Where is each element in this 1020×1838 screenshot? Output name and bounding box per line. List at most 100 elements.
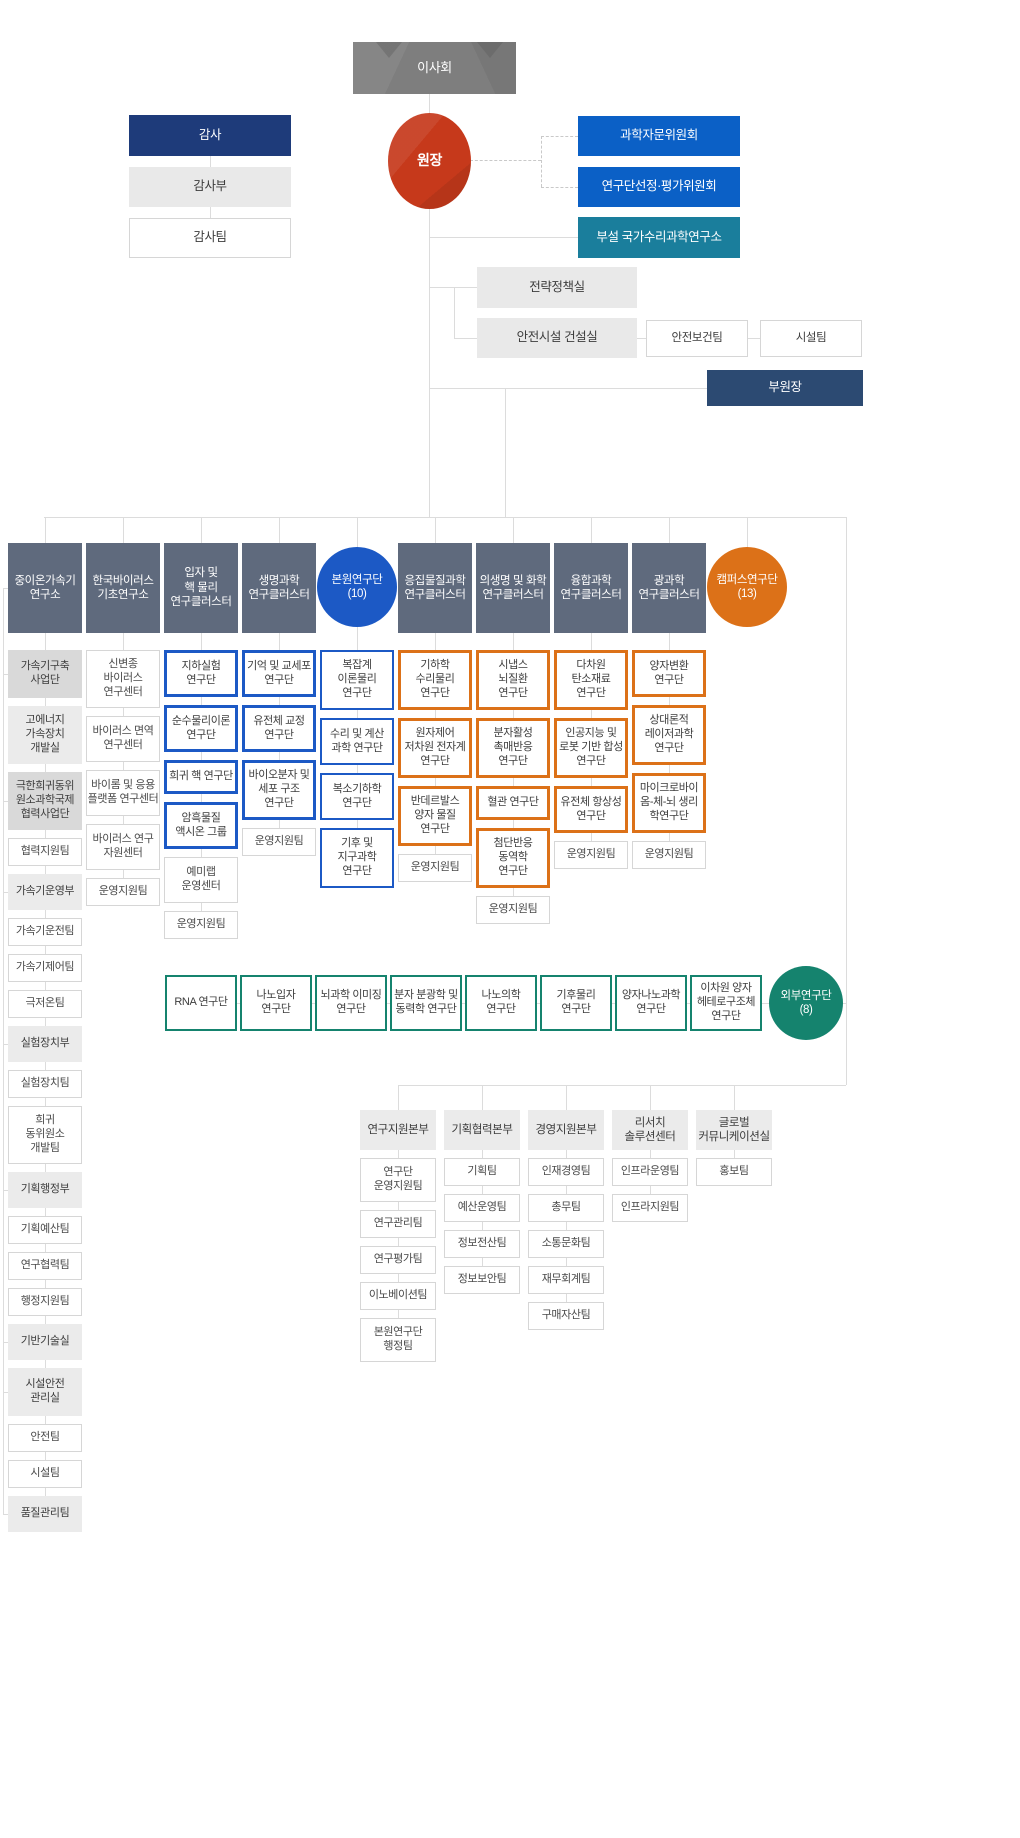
connector-line — [513, 517, 514, 543]
office-team-box: 시설팀 — [760, 320, 862, 357]
connector-line — [3, 892, 8, 893]
sub-unit-box: 시설안전 관리실 — [8, 1368, 82, 1416]
support-team-box: 신변종 바이러스 연구센터 — [86, 650, 160, 708]
division-header: 한국바이러스 기초연구소 — [86, 543, 160, 633]
connector-line — [3, 801, 8, 802]
division-circle: 본원연구단 (10) — [317, 547, 397, 627]
hq-header: 연구지원본부 — [360, 1110, 436, 1150]
sub-unit-box: 바이오분자 및 세포 구조 연구단 — [242, 760, 316, 820]
support-team-box: 운영지원팀 — [86, 878, 160, 906]
connector-line — [3, 1190, 8, 1191]
support-team-box: 극저온팀 — [8, 990, 82, 1018]
sub-unit-box: 첨단반응 동역학 연구단 — [476, 828, 550, 888]
connector-line — [429, 388, 707, 389]
sub-unit-box: 순수물리이론 연구단 — [164, 705, 238, 752]
connector-line — [505, 388, 506, 517]
connector-line — [482, 1150, 483, 1294]
sub-unit-box: 암흑물질 액시온 그룹 — [164, 802, 238, 849]
division-header: 중이온가속기 연구소 — [8, 543, 82, 633]
hq-team-box: 홍보팀 — [696, 1158, 772, 1186]
support-team-box: 바이러스 연구 자원센터 — [86, 824, 160, 870]
president-circle: 원장 — [388, 113, 471, 209]
external-unit-box: 나노입자 연구단 — [240, 975, 312, 1031]
support-team-box: 기획예산팀 — [8, 1216, 82, 1244]
board-box: 이사회 — [353, 42, 516, 94]
external-unit-box: 나노의학 연구단 — [465, 975, 537, 1031]
sub-unit-box: 가속기구축 사업단 — [8, 650, 82, 698]
hq-team-box: 예산운영팀 — [444, 1194, 520, 1222]
external-unit-box: 기후물리 연구단 — [540, 975, 612, 1031]
connector-line — [3, 1342, 8, 1343]
connector-line — [429, 287, 477, 288]
support-team-box: 바이롬 및 응용 플랫폼 연구센터 — [86, 770, 160, 816]
connector-line-dashed — [541, 136, 542, 187]
hq-team-box: 소통문화팀 — [528, 1230, 604, 1258]
connector-line — [513, 633, 514, 924]
support-team-box: 실험장치팀 — [8, 1070, 82, 1098]
external-unit-box: RNA 연구단 — [165, 975, 237, 1031]
connector-line — [747, 517, 748, 547]
connector-line — [279, 517, 280, 543]
connector-line — [201, 517, 202, 543]
sub-unit-box: 기후 및 지구과학 연구단 — [320, 828, 394, 888]
support-team-box: 바이러스 면역 연구센터 — [86, 716, 160, 762]
audit-team-box: 감사팀 — [129, 218, 291, 258]
connector-line — [3, 588, 8, 589]
division-header: 입자 및 핵 물리 연구클러스터 — [164, 543, 238, 633]
connector-line — [3, 1514, 8, 1515]
division-header: 응집물질과학 연구클러스터 — [398, 543, 472, 633]
support-team-box: 시설팀 — [8, 1460, 82, 1488]
sub-unit-box: 품질관리팀 — [8, 1496, 82, 1532]
vice-president-box: 부원장 — [707, 370, 863, 406]
connector-line — [566, 1085, 567, 1110]
hq-team-box: 연구단 운영지원팀 — [360, 1158, 436, 1202]
advisory-committee-box: 과학자문위원회 — [578, 116, 740, 156]
connector-line — [734, 1085, 735, 1110]
hq-team-box: 인프라운영팀 — [612, 1158, 688, 1186]
connector-line — [123, 633, 124, 906]
sub-unit-box: 기획행정부 — [8, 1172, 82, 1208]
hq-header: 기획협력본부 — [444, 1110, 520, 1150]
sub-unit-box: 복잡계 이론물리 연구단 — [320, 650, 394, 710]
hq-header: 경영지원본부 — [528, 1110, 604, 1150]
support-team-box: 가속기운전팀 — [8, 918, 82, 946]
division-circle: 캠퍼스연구단 (13) — [707, 547, 787, 627]
connector-line — [454, 287, 455, 338]
support-team-box: 안전팀 — [8, 1424, 82, 1452]
connector-line — [3, 1392, 8, 1393]
hq-team-box: 구매자산팀 — [528, 1302, 604, 1330]
connector-line-dashed — [541, 187, 578, 188]
hq-team-box: 총무팀 — [528, 1194, 604, 1222]
sub-unit-box: 극한희귀동위 원소과학국제 협력사업단 — [8, 772, 82, 830]
sub-unit-box: 다차원 탄소재료 연구단 — [554, 650, 628, 710]
sub-unit-box: 수리 및 계산 과학 연구단 — [320, 718, 394, 765]
external-unit-box: 양자나노과학 연구단 — [615, 975, 687, 1031]
support-team-box: 희귀 동위원소 개발팀 — [8, 1106, 82, 1164]
sub-unit-box: 시냅스 뇌질환 연구단 — [476, 650, 550, 710]
hq-team-box: 정보보안팀 — [444, 1266, 520, 1294]
division-header: 의생명 및 화학 연구클러스터 — [476, 543, 550, 633]
sub-unit-box: 양자변환 연구단 — [632, 650, 706, 697]
hq-team-box: 인프라지원팀 — [612, 1194, 688, 1222]
connector-line-dashed — [470, 160, 541, 161]
sub-unit-box: 실험장치부 — [8, 1026, 82, 1062]
sub-unit-box: 희귀 핵 연구단 — [164, 760, 238, 794]
connector-line — [435, 517, 436, 543]
support-team-box: 가속기제어팀 — [8, 954, 82, 982]
audit-box: 감사 — [129, 115, 291, 156]
sub-unit-box: 유전체 교정 연구단 — [242, 705, 316, 752]
support-team-box: 운영지원팀 — [164, 911, 238, 939]
connector-line — [123, 517, 124, 543]
external-circle: 외부연구단 (8) — [769, 966, 843, 1040]
support-team-box: 협력지원팀 — [8, 838, 82, 866]
external-unit-box: 분자 분광학 및 동력학 연구단 — [390, 975, 462, 1031]
connector-line — [669, 517, 670, 543]
division-header: 융합과학 연구클러스터 — [554, 543, 628, 633]
hq-header: 리서치 솔루션센터 — [612, 1110, 688, 1150]
connector-line — [429, 209, 430, 517]
sub-unit-box: 기하학 수리물리 연구단 — [398, 650, 472, 710]
hq-header: 글로벌 커뮤니케이션실 — [696, 1110, 772, 1150]
affiliate-institute-box: 부설 국가수리과학연구소 — [578, 217, 740, 258]
support-team-box: 운영지원팀 — [398, 854, 472, 882]
audit-dept-box: 감사부 — [129, 167, 291, 207]
